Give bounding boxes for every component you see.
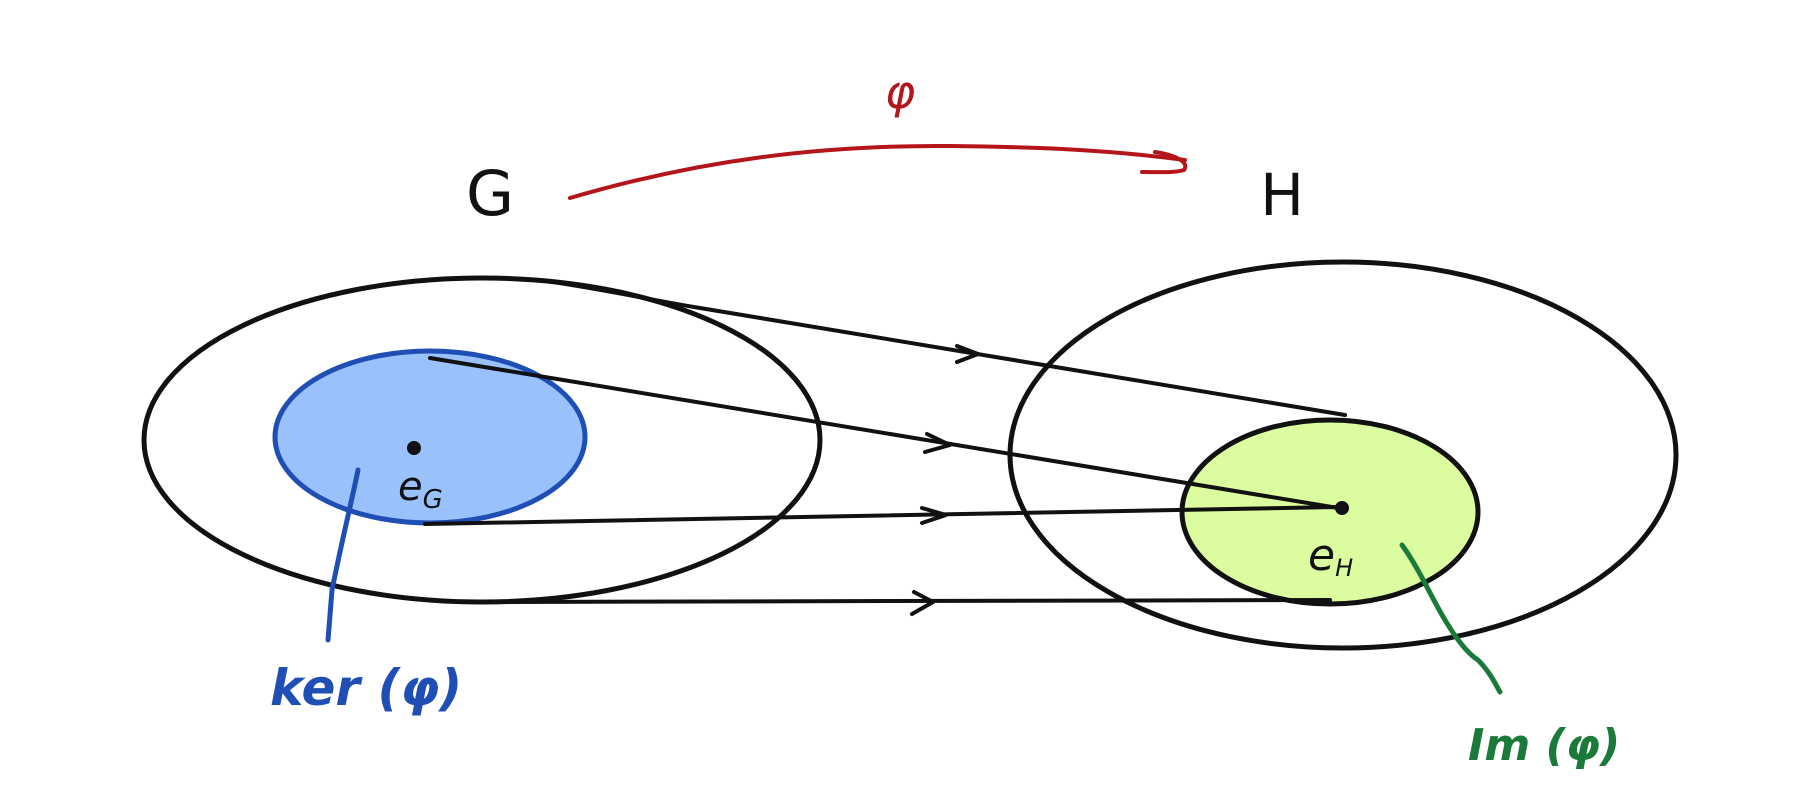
phi-label: φ xyxy=(885,65,915,119)
map-arrowhead-bottom xyxy=(910,590,935,616)
identity-g-point xyxy=(407,441,421,455)
map-line-kernel-top xyxy=(428,356,1340,510)
image-label: Im (φ) xyxy=(1468,720,1620,771)
map-arrowhead-kernel-bottom xyxy=(920,506,948,525)
image-pointer xyxy=(1399,542,1503,695)
kernel-label: ker (φ) xyxy=(270,659,462,717)
image-region xyxy=(1179,417,1481,607)
identity-g-label: eG xyxy=(398,464,443,515)
map-line-top xyxy=(538,278,1347,417)
map-arrowhead-top xyxy=(955,344,980,364)
map-arrowhead-kernel-top xyxy=(923,432,952,454)
phi-map-arrow xyxy=(568,143,1187,200)
codomain-label-h: H xyxy=(1260,161,1304,229)
identity-h-label: eH xyxy=(1308,530,1353,582)
phi-map-arrowhead xyxy=(1140,150,1188,175)
domain-label-g: G xyxy=(466,157,514,230)
map-line-bottom xyxy=(488,598,1332,604)
kernel-pointer xyxy=(325,467,361,643)
group-g-ellipse xyxy=(141,275,823,605)
identity-h-point xyxy=(1335,501,1349,515)
map-line-kernel-bottom xyxy=(423,505,1340,526)
